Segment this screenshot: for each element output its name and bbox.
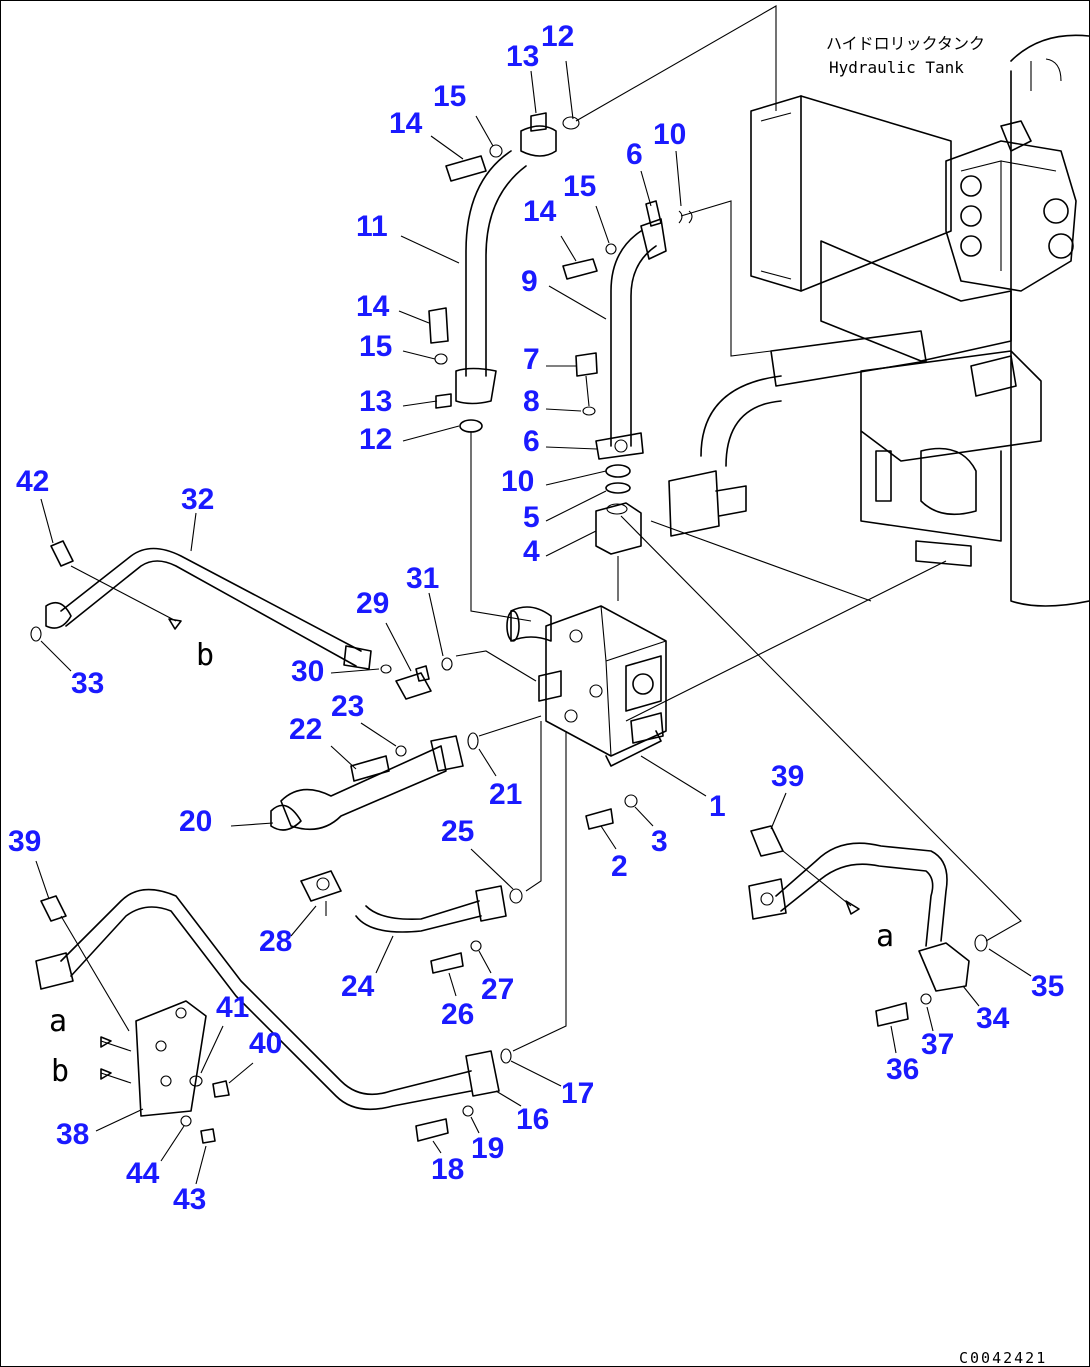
pipe-16 — [35, 731, 567, 1142]
hose-9 — [562, 200, 693, 460]
callout-40: 40 — [249, 1027, 282, 1060]
callout-42: 42 — [16, 465, 49, 498]
callouts: 12 13 15 14 10 6 15 14 11 9 14 15 7 13 8… — [8, 20, 1064, 1216]
pipe-34: a — [748, 825, 988, 1027]
callout-9: 9 — [521, 265, 538, 298]
callout-26: 26 — [441, 998, 474, 1031]
callout-41: 41 — [216, 991, 249, 1024]
callout-17: 17 — [561, 1077, 594, 1110]
callout-5: 5 — [523, 501, 540, 534]
callout-16: 16 — [516, 1103, 549, 1136]
reference-letter-b-left: b — [51, 1054, 69, 1089]
bracket-38: a b — [49, 1000, 230, 1144]
callout-36: 36 — [886, 1053, 919, 1086]
reference-letter-a-left: a — [49, 1004, 67, 1039]
callout-14: 14 — [389, 107, 423, 140]
callout-11: 11 — [356, 210, 388, 243]
callout-14: 14 — [356, 290, 390, 323]
callout-23: 23 — [331, 690, 364, 723]
tank-label-en: Hydraulic Tank — [829, 58, 964, 77]
callout-2: 2 — [611, 850, 628, 883]
callout-6: 6 — [626, 138, 643, 171]
callout-18: 18 — [431, 1153, 464, 1186]
callout-10: 10 — [501, 465, 534, 498]
callout-13: 13 — [506, 40, 539, 73]
callout-24: 24 — [341, 970, 375, 1003]
reference-letter-a-right: a — [876, 919, 894, 954]
callout-1: 1 — [709, 790, 726, 823]
callout-4: 4 — [523, 535, 540, 568]
callout-39: 39 — [771, 760, 804, 793]
callout-44: 44 — [126, 1157, 160, 1190]
hose-11 — [428, 112, 580, 622]
callout-8: 8 — [523, 385, 540, 418]
adapter-stack — [595, 464, 642, 601]
callout-6: 6 — [523, 425, 540, 458]
callout-35: 35 — [1031, 970, 1064, 1003]
callout-31: 31 — [406, 562, 439, 595]
hose-24 — [300, 721, 542, 974]
callout-13: 13 — [359, 385, 392, 418]
callout-39: 39 — [8, 825, 41, 858]
callout-15: 15 — [563, 170, 596, 203]
callout-14: 14 — [523, 195, 557, 228]
callout-21: 21 — [489, 778, 522, 811]
callout-12: 12 — [541, 20, 574, 53]
callout-30: 30 — [291, 655, 324, 688]
callout-12: 12 — [359, 423, 392, 456]
callout-3: 3 — [651, 825, 668, 858]
callout-20: 20 — [179, 805, 212, 838]
callout-25: 25 — [441, 815, 474, 848]
drawing-code: C0042421 — [959, 1349, 1047, 1367]
reference-letter-b-upper: b — [196, 638, 214, 673]
flange-pipe-20 — [270, 715, 542, 831]
callout-33: 33 — [71, 667, 104, 700]
elbow-29 — [380, 650, 537, 700]
hydraulic-tank-assembly: ハイドロリックタンク Hydraulic Tank — [575, 5, 1089, 942]
callout-32: 32 — [181, 483, 214, 516]
callout-29: 29 — [356, 587, 389, 620]
callout-34: 34 — [976, 1002, 1010, 1035]
callout-43: 43 — [173, 1183, 206, 1216]
callout-27: 27 — [481, 973, 514, 1006]
tank-label-jp: ハイドロリックタンク — [826, 34, 985, 53]
callout-15: 15 — [359, 330, 392, 363]
control-valve — [506, 605, 667, 767]
callout-7: 7 — [523, 343, 540, 376]
callout-22: 22 — [289, 713, 322, 746]
callout-38: 38 — [56, 1118, 89, 1151]
bolt-2-washer-3 — [585, 794, 638, 830]
callout-10: 10 — [653, 118, 686, 151]
callout-37: 37 — [921, 1028, 954, 1061]
callout-15: 15 — [433, 80, 466, 113]
pipe-32: b — [30, 540, 372, 673]
callout-28: 28 — [259, 925, 292, 958]
callout-19: 19 — [471, 1132, 504, 1165]
